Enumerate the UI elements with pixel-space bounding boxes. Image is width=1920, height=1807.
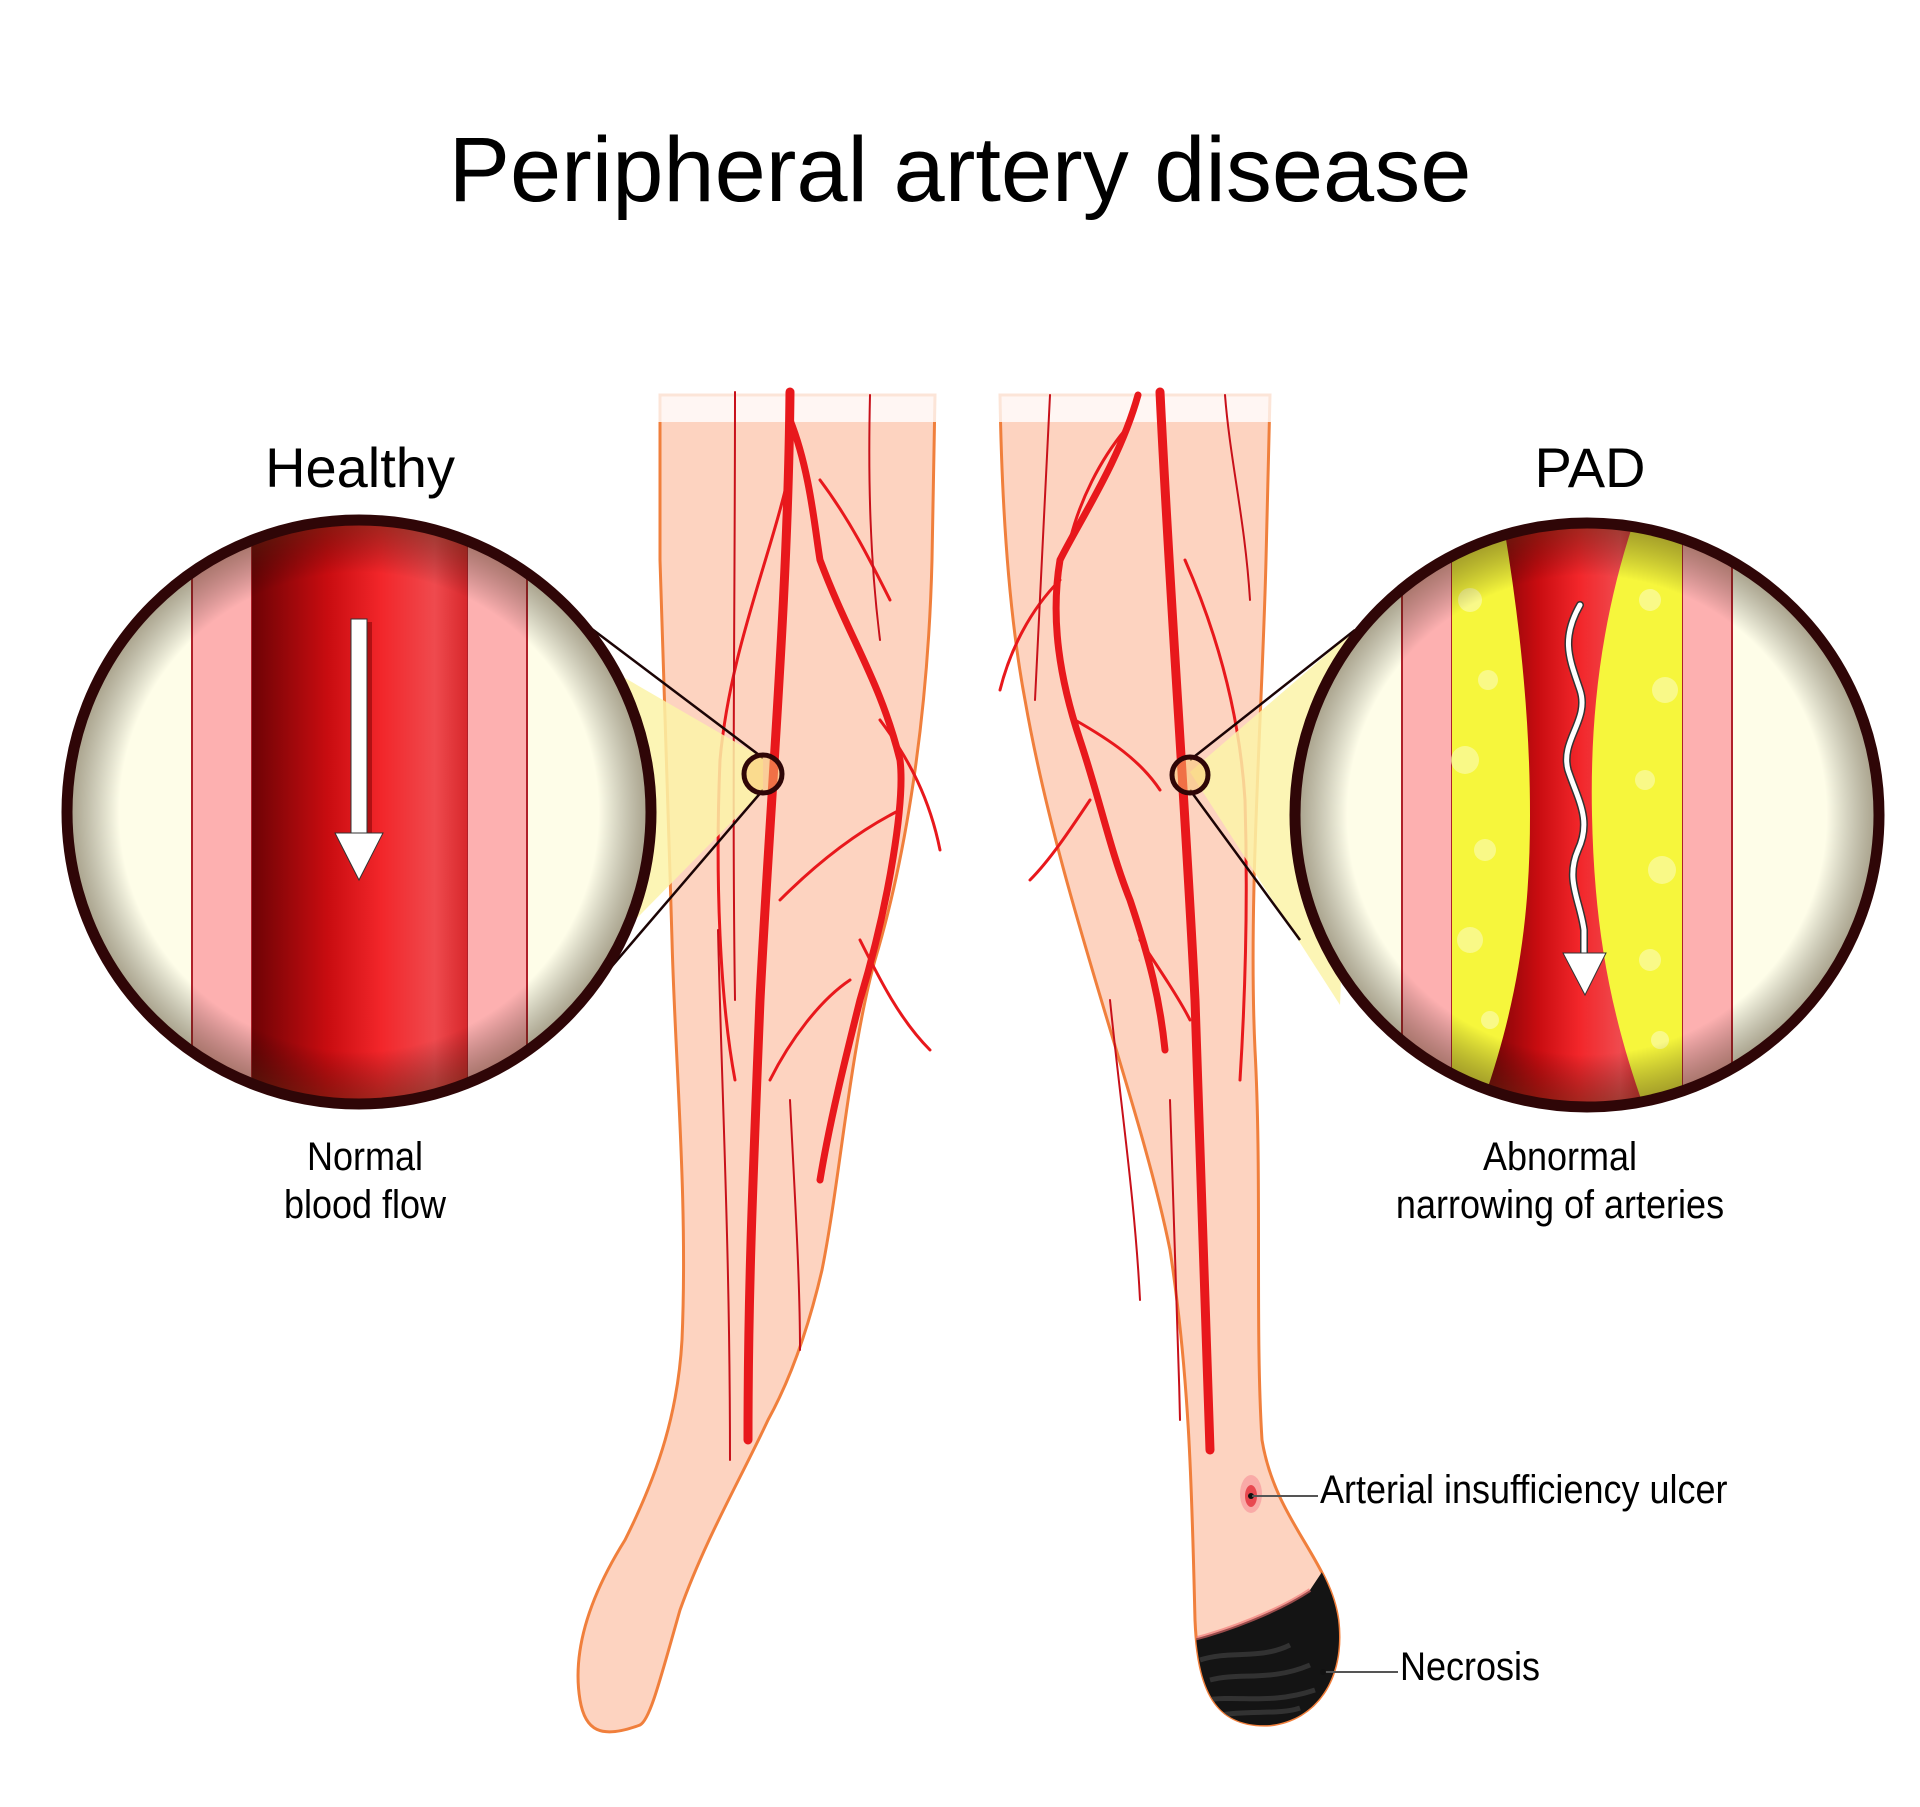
pad-leg — [995, 387, 1341, 1727]
zoom-target-circle — [1169, 754, 1211, 796]
necrosis-label: Necrosis — [1400, 1645, 1541, 1689]
healthy-magnifier — [61, 514, 785, 1110]
flow-arrow-icon — [334, 618, 384, 882]
healthy-leg — [576, 387, 942, 1734]
pad-caption: Abnormal narrowing of arteries — [1362, 1133, 1758, 1229]
healthy-caption-line2: blood flow — [283, 1183, 447, 1227]
healthy-heading: Healthy — [265, 436, 455, 499]
pad-caption-line2: narrowing of arteries — [1395, 1183, 1725, 1227]
page-title: Peripheral artery disease — [448, 119, 1472, 221]
pad-caption-line1: Abnormal — [1482, 1135, 1638, 1179]
turbulent-flow-arrow-icon — [1562, 601, 1607, 997]
pad-heading: PAD — [1534, 436, 1646, 499]
ulcer-label: Arterial insufficiency ulcer — [1320, 1468, 1728, 1512]
ulcer-spot — [1240, 1475, 1262, 1513]
healthy-caption: Normal blood flow — [226, 1133, 505, 1229]
pad-magnifier — [1169, 517, 1885, 1113]
healthy-caption-line1: Normal — [306, 1135, 424, 1179]
zoom-target-circle — [741, 752, 785, 796]
